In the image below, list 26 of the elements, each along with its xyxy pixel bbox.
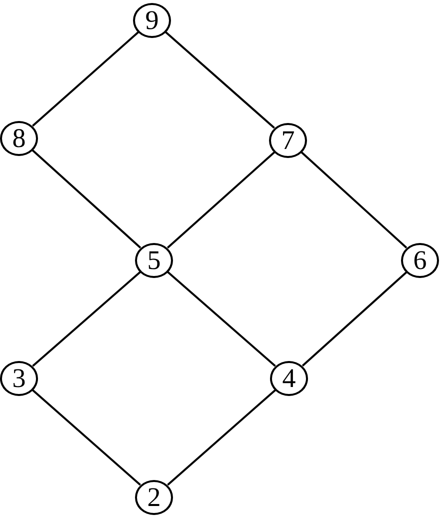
connector-line: [32, 150, 142, 248]
node-number: 4: [282, 364, 296, 392]
connector-line: [300, 152, 408, 248]
connector-line: [32, 389, 141, 486]
node-number: 2: [147, 484, 161, 510]
connector-line: [32, 31, 139, 127]
node-number: 6: [413, 246, 427, 274]
connector-line: [167, 271, 276, 367]
node-number: 3: [12, 364, 26, 392]
connector-line: [165, 31, 275, 129]
connector-line: [166, 151, 276, 249]
number-circle: [401, 242, 439, 278]
number-circle: [269, 122, 307, 158]
node-number: 8: [12, 124, 26, 152]
number-circle: [0, 120, 38, 156]
number-circle: [270, 360, 308, 396]
connector-line: [32, 271, 141, 367]
number-circle: [133, 2, 171, 38]
number-circle: [0, 360, 38, 396]
number-circle: [135, 242, 173, 278]
number-circle: [135, 480, 173, 514]
node-number: 7: [281, 126, 295, 154]
node-number: 9: [145, 6, 159, 34]
connector-line: [167, 389, 276, 486]
connector-line: [302, 272, 408, 366]
node-number: 5: [147, 246, 161, 274]
